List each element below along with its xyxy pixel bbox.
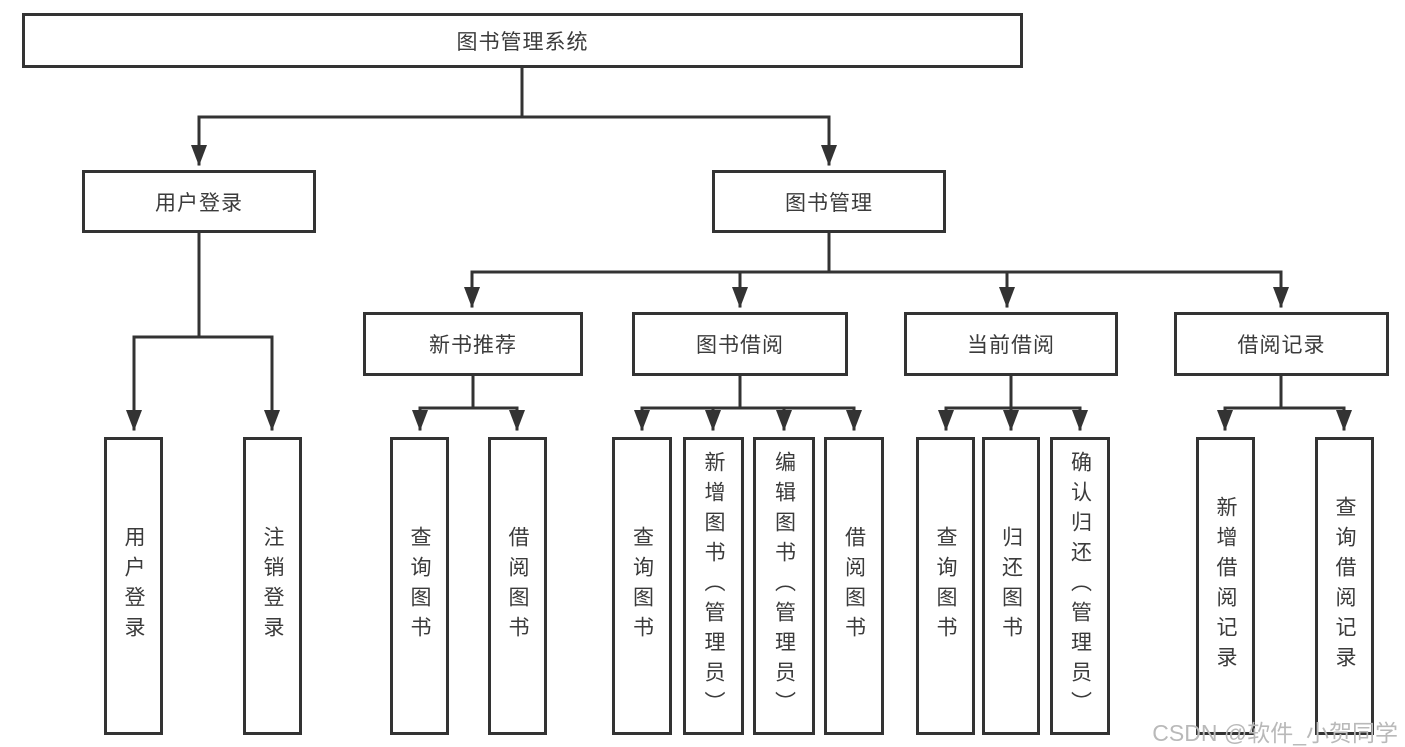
node-label: 借阅记录: [1237, 334, 1326, 357]
node-label: 图书管理系统: [456, 30, 589, 54]
node-current-borrowing: 当前借阅: [904, 312, 1118, 376]
csdn-watermark: CSDN @软件_小贺同学: [1152, 720, 1398, 746]
leaf-label: 新增借阅记录: [1214, 496, 1237, 676]
leaf-borrow-query-books: 查询图书: [612, 437, 672, 735]
leaf-newrec-query-books: 查询图书: [390, 437, 449, 735]
leaf-label: 注销登录: [261, 526, 284, 646]
node-label: 新书推荐: [429, 334, 517, 357]
leaf-borrow-edit-books-admin: 编辑图书（管理员）: [753, 437, 815, 735]
leaf-label: 用户登录: [122, 526, 145, 646]
leaf-label: 归还图书: [999, 526, 1023, 646]
leaf-borrow-add-books-admin: 新增图书（管理员）: [683, 437, 744, 735]
leaf-label: 查询借阅记录: [1333, 496, 1356, 676]
leaf-records-query-record: 查询借阅记录: [1315, 437, 1374, 735]
leaf-label: 借阅图书: [842, 526, 866, 646]
leaf-label: 新增图书（管理员）: [702, 451, 725, 721]
leaf-current-return-books: 归还图书: [982, 437, 1040, 735]
leaf-label: 借阅图书: [506, 526, 529, 646]
leaf-logout: 注销登录: [243, 437, 302, 735]
leaf-label: 查询图书: [630, 526, 654, 646]
leaf-current-query-books: 查询图书: [916, 437, 975, 735]
node-book-borrowing: 图书借阅: [632, 312, 848, 376]
leaf-user-login: 用户登录: [104, 437, 163, 735]
node-label: 图书借阅: [696, 334, 784, 357]
node-book-mgmt-system: 图书管理系统: [22, 13, 1023, 68]
node-new-book-recommend: 新书推荐: [363, 312, 583, 376]
node-borrow-records: 借阅记录: [1174, 312, 1389, 376]
node-label: 当前借阅: [967, 334, 1055, 357]
leaf-records-add-record: 新增借阅记录: [1196, 437, 1255, 735]
leaf-label: 确认归还（管理员）: [1068, 451, 1092, 721]
node-label: 图书管理: [785, 191, 873, 215]
leaf-borrow-borrow-books: 借阅图书: [824, 437, 884, 735]
leaf-current-confirm-return-admin: 确认归还（管理员）: [1050, 437, 1110, 735]
node-book-management: 图书管理: [712, 170, 946, 233]
leaf-label: 查询图书: [408, 526, 431, 646]
leaf-newrec-borrow-books: 借阅图书: [488, 437, 547, 735]
node-user-login: 用户登录: [82, 170, 316, 233]
node-label: 用户登录: [155, 191, 243, 215]
leaf-label: 编辑图书（管理员）: [772, 451, 796, 721]
leaf-label: 查询图书: [934, 526, 957, 646]
